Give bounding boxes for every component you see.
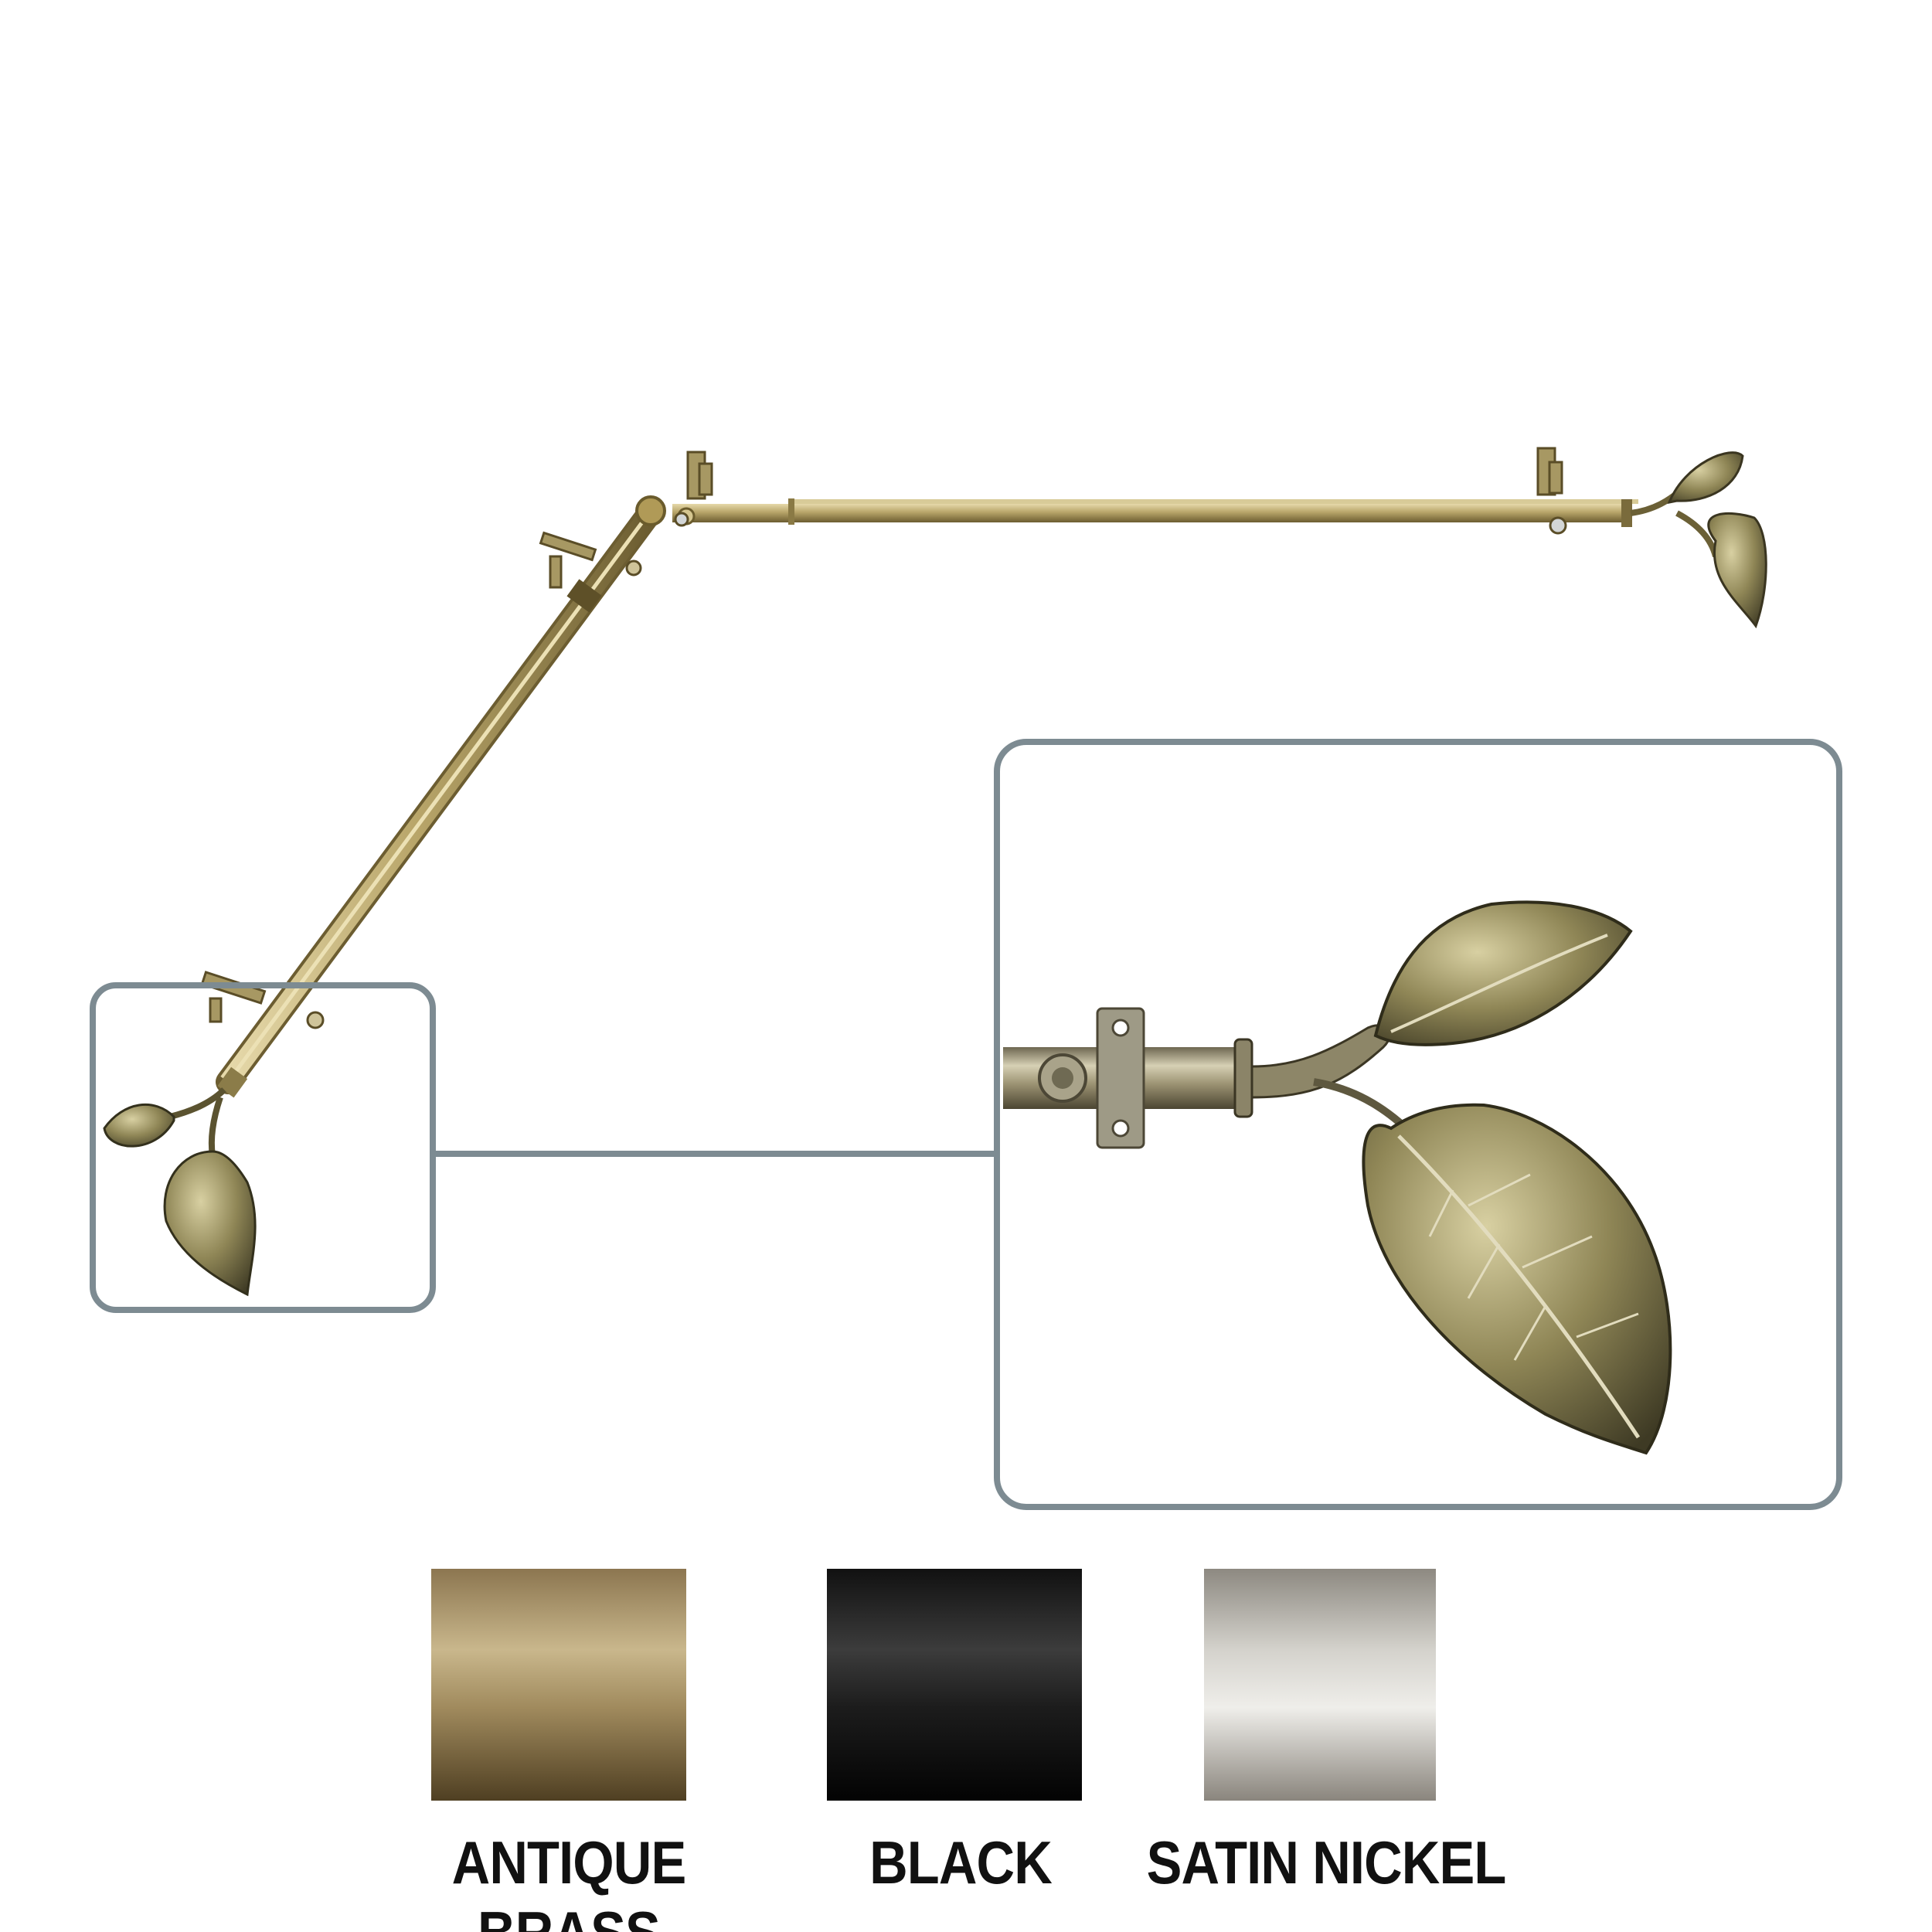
swatch-label-black: BLACK — [869, 1828, 1053, 1896]
swatch-label-antique-brass: ANTIQUE BRASS — [451, 1828, 687, 1932]
rod-upper — [672, 498, 1638, 527]
zoomed-finial — [1003, 900, 1672, 1455]
swatch-antique-brass[interactable] — [431, 1569, 686, 1801]
rod-angled — [216, 502, 662, 1094]
swatch-black[interactable] — [827, 1569, 1082, 1801]
leaf-finial-right — [1630, 451, 1767, 629]
swatch-label-satin-nickel: SATIN NICKEL — [1146, 1828, 1507, 1896]
bracket-icon — [200, 447, 1567, 1029]
swatch-satin-nickel[interactable] — [1204, 1569, 1436, 1801]
callout-small — [90, 982, 436, 1313]
leaf-finial-left — [103, 1066, 257, 1297]
